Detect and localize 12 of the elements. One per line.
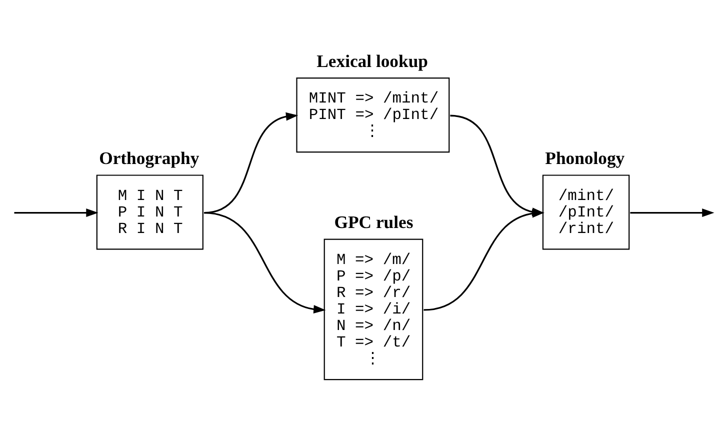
node-box: MINT => /mint/ PINT => /pInt/ ⋮ [296, 77, 450, 152]
node-label: Phonology [545, 147, 625, 168]
node-box: /mint/ /pInt/ /rint/ [542, 174, 630, 250]
arrow [204, 211, 326, 314]
arrow [14, 208, 98, 217]
arrow [424, 208, 544, 310]
node-box: M I N T P I N T R I N T [96, 174, 204, 250]
node-label: Orthography [99, 147, 200, 168]
node-box: M => /m/ P => /p/ R => /r/ I => /i/ N => /n/ T => /t/ ⋮ [324, 238, 424, 380]
arrow [630, 208, 714, 217]
node-label: GPC rules [334, 212, 414, 232]
node-label: Lexical lookup [316, 50, 428, 70]
